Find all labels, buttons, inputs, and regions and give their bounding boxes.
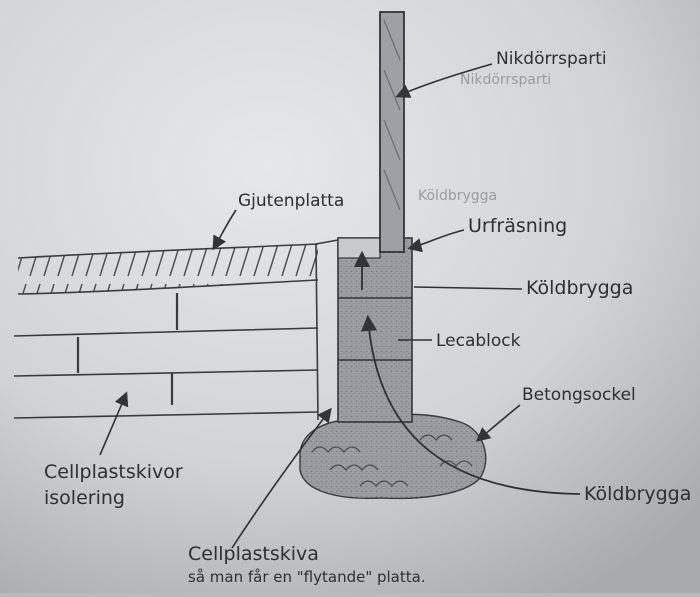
insulation-boards (13, 293, 319, 419)
label-thermal-bridge-bottom: Köldbrygga (584, 483, 691, 505)
label-eps-boards: Cellplastskivor (44, 461, 183, 483)
label-leca-block: Lecablock (436, 331, 521, 351)
label-concrete-plinth: Betongsockel (522, 385, 636, 405)
label-thermal-bridge-top: Köldbrygga (526, 277, 633, 299)
label-window-frame: Nikdörrsparti (496, 49, 607, 69)
label-milled-recess: Urfräsning (468, 215, 567, 237)
leader-lines (99, 63, 523, 549)
cast-slab (17, 243, 319, 295)
labels: Nikdörrsparti Nikdörrsparti Gjutenplatta… (44, 49, 691, 586)
label-eps-board: Cellplastskiva (188, 543, 319, 565)
thermal-bridge-arrows (353, 250, 581, 495)
label-eps-boards-sub: isolering (44, 487, 125, 509)
label-thermal-bridge-ghost: Köldbrygga (418, 188, 497, 204)
label-window-frame-ghost: Nikdörrsparti (460, 72, 551, 88)
leca-blocks (337, 237, 413, 423)
label-eps-board-sub: så man får en "flytande" platta. (188, 568, 426, 586)
concrete-plinth (299, 413, 487, 500)
label-cast-slab: Gjutenplatta (238, 191, 344, 211)
window-frame-post (379, 11, 405, 253)
